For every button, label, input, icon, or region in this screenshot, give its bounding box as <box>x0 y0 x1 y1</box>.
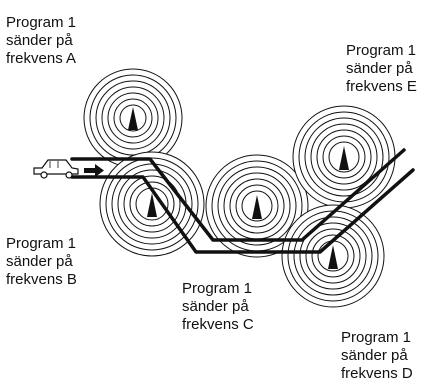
label-frequency-a: Program 1 sänder på frekvens A <box>6 14 76 68</box>
label-e-line1: Program 1 <box>346 42 417 59</box>
label-e-line3: frekvens E <box>346 78 417 95</box>
label-e-line2: sänder på <box>346 60 413 77</box>
label-b-line3: frekvens B <box>6 271 77 288</box>
label-d-line2: sänder på <box>341 347 408 364</box>
road-upper-edge <box>70 148 406 242</box>
label-c-line1: Program 1 <box>182 280 253 297</box>
transmitter-tower-icon <box>328 245 338 269</box>
label-b-line1: Program 1 <box>6 235 77 252</box>
label-frequency-b: Program 1 sänder på frekvens B <box>6 235 77 289</box>
label-a-line3: frekvens A <box>6 50 77 67</box>
transmitter-a <box>83 68 183 168</box>
transmitter-tower-icon <box>147 193 157 217</box>
label-a-line1: Program 1 <box>6 14 77 31</box>
label-frequency-d: Program 1 sänder på frekvens D <box>341 329 413 383</box>
transmitter-tower-icon <box>339 146 349 170</box>
transmitter-d <box>281 204 385 308</box>
road-icon <box>70 148 415 254</box>
transmitter-e <box>292 105 396 209</box>
radio-wave-rings-icon <box>99 151 205 257</box>
transmitter-tower-icon <box>252 195 262 219</box>
car-icon <box>33 159 79 179</box>
road-lower-edge <box>70 168 415 254</box>
transmitter-c <box>205 154 309 258</box>
label-frequency-c: Program 1 sänder på frekvens C <box>182 280 254 334</box>
label-c-line2: sänder på <box>182 298 249 315</box>
label-d-line1: Program 1 <box>341 329 412 346</box>
transmitter-b <box>99 151 205 257</box>
label-d-line3: frekvens D <box>341 365 413 382</box>
transmitter-tower-icon <box>128 107 138 130</box>
direction-arrow-icon <box>84 164 104 177</box>
label-a-line2: sänder på <box>6 32 73 49</box>
label-b-line2: sänder på <box>6 253 73 270</box>
label-c-line3: frekvens C <box>182 316 254 333</box>
label-frequency-e: Program 1 sänder på frekvens E <box>346 42 417 96</box>
